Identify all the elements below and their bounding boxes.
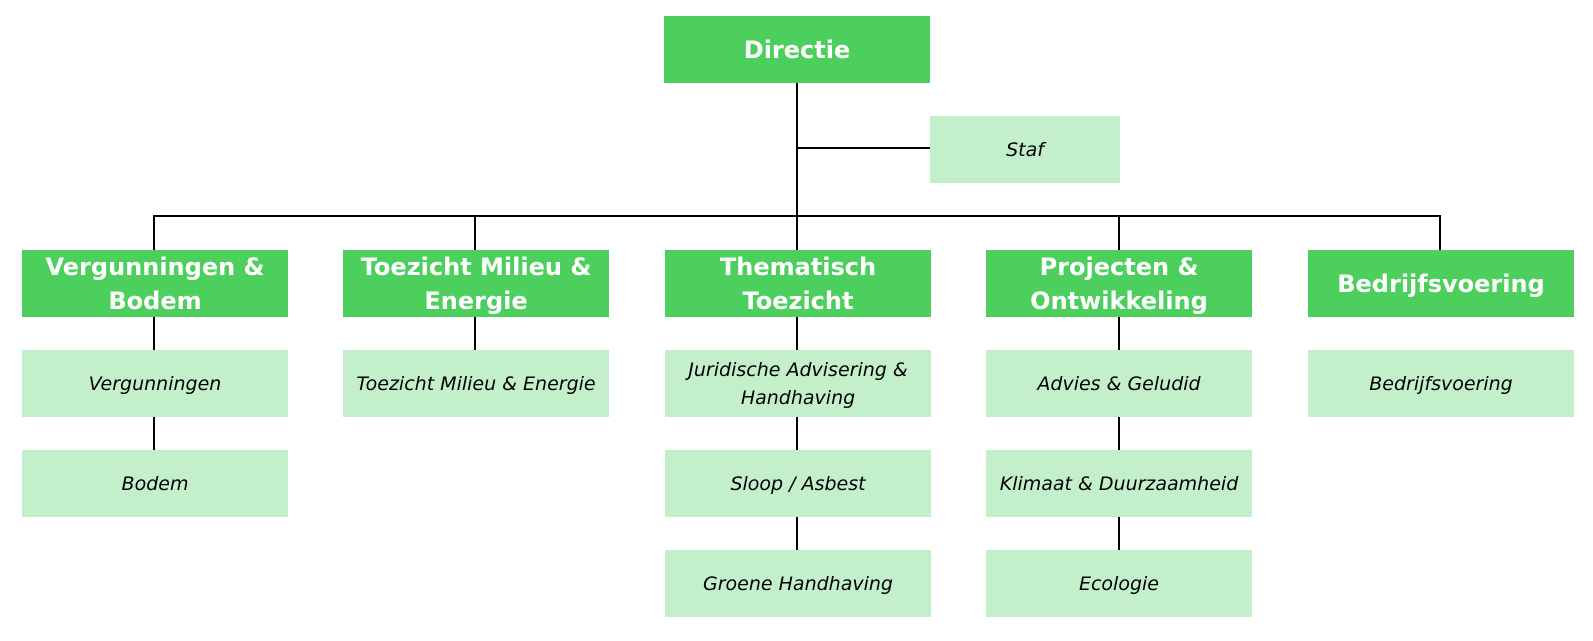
unit-box: Toezicht Milieu & Energie [343, 350, 609, 417]
unit-label: Bodem [121, 472, 189, 495]
department-label: Bedrijfsvoering [1337, 269, 1545, 298]
connector-dept-4 [1118, 215, 1120, 250]
connector-dept-4-units [1118, 316, 1120, 550]
unit-label: Ecologie [1078, 572, 1159, 595]
connector-dept-3 [796, 215, 798, 250]
unit-box: Bodem [22, 450, 288, 517]
connector-dept-2 [474, 215, 476, 250]
unit-box: Vergunningen [22, 350, 288, 417]
unit-label: Groene Handhaving [703, 572, 893, 595]
unit-label: Advies & Geludid [1037, 372, 1201, 395]
unit-box: Groene Handhaving [665, 550, 931, 617]
unit-box: Sloop / Asbest [665, 450, 931, 517]
unit-label: Vergunningen [88, 372, 222, 395]
connector-dept-3-units [796, 316, 798, 550]
unit-box: Juridische Advisering & Handhaving [665, 350, 931, 417]
director-label: Directie [743, 35, 851, 64]
unit-label: Toezicht Milieu & Energie [356, 372, 596, 395]
department-label: Projecten & Ontwikkeling [1030, 252, 1208, 315]
department-label: Vergunningen & Bodem [45, 252, 265, 315]
department-box: Vergunningen & Bodem [22, 250, 288, 317]
unit-box: Klimaat & Duurzaamheid [986, 450, 1252, 517]
unit-label: Sloop / Asbest [730, 472, 866, 495]
department-box: Projecten & Ontwikkeling [986, 250, 1252, 317]
connector-staff [796, 147, 930, 149]
unit-label: Bedrijfsvoering [1369, 372, 1513, 395]
department-box: Thematisch Toezicht [665, 250, 931, 317]
department-box: Toezicht Milieu & Energie [343, 250, 609, 317]
unit-label: Klimaat & Duurzaamheid [999, 472, 1239, 495]
unit-box: Advies & Geludid [986, 350, 1252, 417]
connector-dept-5 [1439, 215, 1441, 250]
unit-box: Bedrijfsvoering [1308, 350, 1574, 417]
director-box: Directie [664, 16, 930, 83]
connector-dept-2-units [474, 316, 476, 350]
department-label: Toezicht Milieu & Energie [360, 252, 592, 315]
department-box: Bedrijfsvoering [1308, 250, 1574, 317]
staff-label: Staf [1006, 138, 1044, 161]
unit-label: Juridische Advisering & Handhaving [688, 358, 908, 409]
staff-box: Staf [930, 116, 1120, 183]
unit-box: Ecologie [986, 550, 1252, 617]
department-label: Thematisch Toezicht [719, 252, 877, 315]
connector-director-trunk [796, 82, 798, 216]
connector-dept-1 [153, 215, 155, 250]
